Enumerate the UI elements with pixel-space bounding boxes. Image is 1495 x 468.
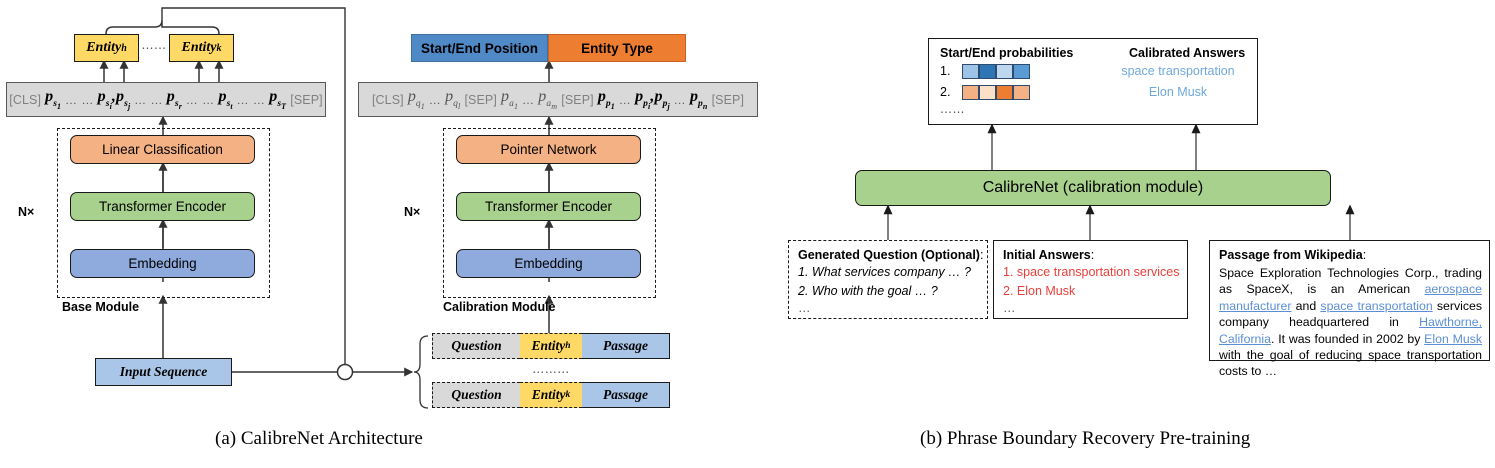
passage-link-space-transportation[interactable]: space transportation: [1320, 298, 1433, 313]
entity-subscript: h: [121, 42, 127, 54]
output-head-entity-type: Entity Type: [548, 34, 686, 62]
prob-cell: [996, 85, 1013, 100]
calibration-module-label: Calibration Module: [443, 300, 556, 314]
row-passage-cell: Passage: [582, 333, 670, 359]
passage-seg: . It was founded in 2002 by: [1270, 331, 1425, 346]
initial-answers-box: Initial Answers: 1. space transportation…: [993, 240, 1188, 319]
initial-answer-item-1: 1. space transportation services: [1003, 265, 1180, 279]
output-more-ellipsis: ⋯⋯: [940, 105, 965, 119]
junction-node: [336, 363, 354, 381]
calib-layer-transformer-encoder: Transformer Encoder: [456, 192, 641, 221]
base-module-repeat: N×: [18, 205, 35, 219]
base-layer-linear-classification: Linear Classification: [70, 135, 255, 164]
answers-header: Calibrated Answers: [1129, 46, 1246, 60]
passage-link-hawthorne-california[interactable]: Hawthorne, California: [1219, 315, 1482, 346]
prob-cell: [962, 64, 979, 79]
base-token-sequence: [CLS] ps1 … … psi, psj … … psr … … pst ……: [6, 82, 326, 117]
generated-question-more: …: [798, 301, 811, 315]
passage-seg: services company headquartered in: [1219, 298, 1482, 330]
prob-cell: [979, 85, 996, 100]
output-head-start-end-position: Start/End Position: [411, 34, 548, 62]
entity-link-dots: ⋯⋯: [141, 41, 167, 55]
prob-row-index-2: 2.: [940, 85, 951, 99]
calibrenet-module: CalibreNet (calibration module): [855, 170, 1331, 206]
calibrated-answer-2: Elon Musk: [1148, 85, 1208, 99]
generated-question-item-1: 1. What services company … ?: [798, 265, 971, 279]
cls-token: [CLS]: [9, 92, 42, 107]
caption-b: (b) Phrase Boundary Recovery Pre-trainin…: [920, 428, 1251, 449]
base-layer-embedding: Embedding: [70, 249, 255, 278]
input-sequence-box: Input Sequence: [95, 358, 232, 386]
entity-label: Entity: [181, 40, 217, 55]
row-question-cell: Question: [432, 333, 520, 359]
sep-token: [SEP]: [464, 92, 497, 107]
row-passage-cell: Passage: [582, 382, 670, 408]
row-question-cell: Question: [432, 382, 520, 408]
cls-token: [CLS]: [371, 92, 404, 107]
passage-box: Passage from Wikipedia: Space Exploratio…: [1209, 240, 1490, 378]
calib-layer-pointer-network: Pointer Network: [456, 135, 641, 164]
prob-cell: [962, 85, 979, 100]
entity-subscript: k: [216, 42, 222, 54]
initial-answers-more: …: [1003, 301, 1016, 315]
prob-cell: [996, 64, 1013, 79]
prob-cell: [1013, 85, 1030, 100]
prob-row-index-1: 1.: [940, 64, 951, 78]
caption-a: (a) CalibreNet Architecture: [215, 428, 423, 449]
sep-token: [SEP]: [290, 92, 323, 107]
calibration-module-repeat: N×: [404, 205, 421, 219]
passage-header: Passage from Wikipedia: [1219, 248, 1363, 262]
prob-cell: [1013, 64, 1030, 79]
sep-token: [SEP]: [711, 92, 745, 107]
prob-bar-row-2: [962, 85, 1030, 100]
passage-link-aerospace-manufacturer[interactable]: aerospace manufacturer: [1219, 282, 1482, 313]
passage-seg: and: [1291, 298, 1321, 313]
output-panel: Start/End probabilities Calibrated Answe…: [928, 38, 1258, 125]
generated-question-header: Generated Question (Optional): [798, 248, 980, 262]
initial-answers-header: Initial Answers: [1003, 248, 1091, 262]
passage-seg: with the goal of reducing space transpor…: [1219, 348, 1482, 379]
base-module-frame: [57, 128, 270, 298]
entity-label: Entity: [86, 40, 122, 55]
generated-question-item-2: 2. Who with the goal … ?: [798, 284, 938, 298]
prob-cell: [979, 64, 996, 79]
generated-question-box: Generated Question (Optional): 1. What s…: [788, 240, 988, 319]
prob-bar-row-1: [962, 64, 1030, 79]
input-rows-ellipsis: ⋯⋯⋯: [532, 365, 570, 379]
calibration-module-frame: [443, 128, 656, 298]
initial-answer-item-2: 2. Elon Musk: [1003, 284, 1076, 298]
passage-seg: Space Exploration Technologies Corp., tr…: [1219, 266, 1482, 297]
base-module-label: Base Module: [62, 300, 140, 314]
calib-layer-embedding: Embedding: [456, 249, 641, 278]
passage-text: Space Exploration Technologies Corp., tr…: [1219, 265, 1482, 380]
sep-token: [SEP]: [561, 92, 594, 107]
passage-link-elon-musk[interactable]: Elon Musk: [1424, 331, 1482, 346]
prob-header: Start/End probabilities: [940, 46, 1074, 60]
calibration-token-sequence: [CLS] pq1 … pql [SEP] pa1 … pam [SEP] pp…: [358, 82, 758, 117]
base-layer-transformer-encoder: Transformer Encoder: [70, 192, 255, 221]
calibrated-answer-1: space transportation: [1121, 64, 1235, 78]
